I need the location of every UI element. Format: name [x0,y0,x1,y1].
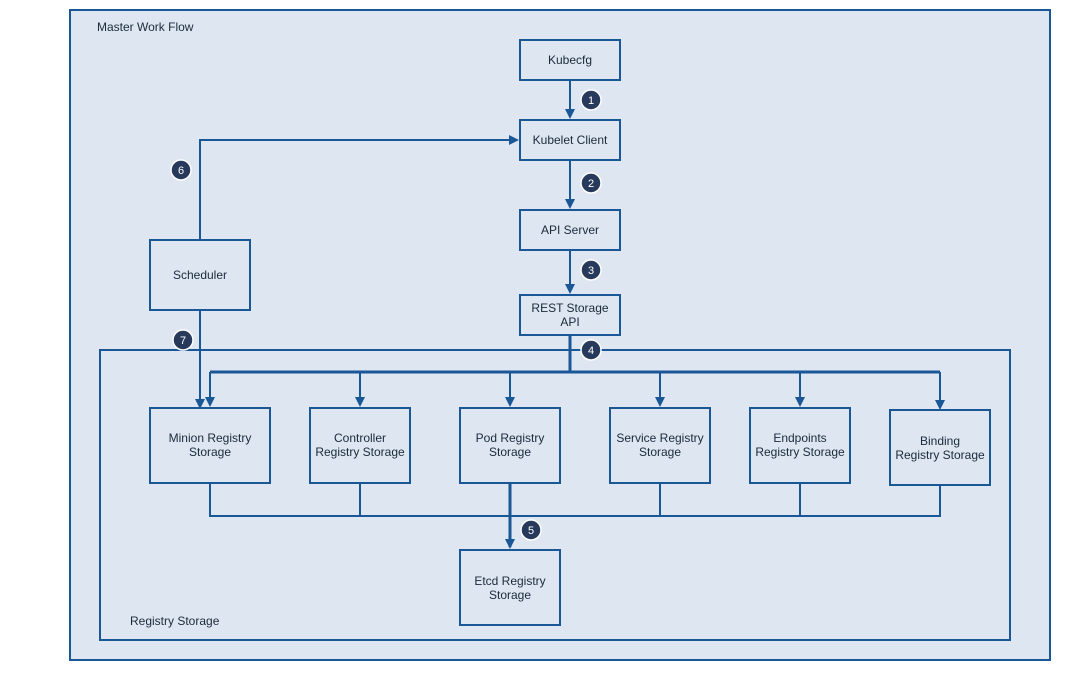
registry-storage-title: Registry Storage [130,614,220,628]
node-kubecfg: Kubecfg [519,39,621,81]
node-pod-label-2: Storage [489,445,531,459]
node-endpoints-label-2: Registry Storage [755,445,845,459]
step-badge-5: 5 [520,519,542,541]
node-service-label-1: Service Registry [616,431,703,445]
node-kubelet-client: Kubelet Client [519,119,621,161]
collector-bus [209,483,941,517]
node-kubecfg-label: Kubecfg [548,53,592,67]
step-badge-3: 3 [580,259,602,281]
node-etcd-label-2: Storage [489,588,531,602]
svg-text:7: 7 [180,335,186,347]
node-binding-label-1: Binding [920,434,960,448]
svg-text:2: 2 [588,178,594,190]
node-pod-registry: Pod Registry Storage [459,407,561,484]
node-scheduler: Scheduler [149,239,251,311]
svg-text:1: 1 [588,95,594,107]
svg-text:4: 4 [588,345,594,357]
node-etcd-registry: Etcd Registry Storage [459,549,561,626]
master-work-flow-title: Master Work Flow [97,20,194,34]
node-endpoints-registry: Endpoints Registry Storage [749,407,851,484]
node-binding-label-2: Registry Storage [895,448,985,462]
node-service-registry: Service Registry Storage [609,407,711,484]
node-minion-label-2: Storage [189,445,231,459]
node-kubelet-client-label: Kubelet Client [533,133,608,147]
svg-text:6: 6 [178,165,184,177]
node-minion-label-1: Minion Registry [169,431,252,445]
node-minion-registry: Minion Registry Storage [149,407,271,484]
node-controller-label-1: Controller [334,431,386,445]
step-badge-4: 4 [580,339,602,361]
node-rest-storage-label-1: REST Storage [531,301,608,315]
node-rest-storage-label-2: API [560,315,579,329]
arrow-scheduler-to-kubelet [199,135,519,240]
node-rest-storage: REST Storage API [519,294,621,336]
node-pod-label-1: Pod Registry [476,431,545,445]
svg-text:3: 3 [588,265,594,277]
step-badge-1: 1 [580,89,602,111]
node-binding-registry: Binding Registry Storage [889,409,991,486]
node-scheduler-label: Scheduler [173,268,227,282]
node-api-server-label: API Server [541,223,599,237]
node-controller-label-2: Registry Storage [315,445,405,459]
step-badge-2: 2 [580,172,602,194]
node-etcd-label-1: Etcd Registry [474,574,545,588]
node-endpoints-label-1: Endpoints [773,431,826,445]
step-badge-6: 6 [170,159,192,181]
step-badge-7: 7 [172,329,194,351]
svg-text:5: 5 [528,525,534,537]
node-service-label-2: Storage [639,445,681,459]
node-api-server: API Server [519,209,621,251]
node-controller-registry: Controller Registry Storage [309,407,411,484]
